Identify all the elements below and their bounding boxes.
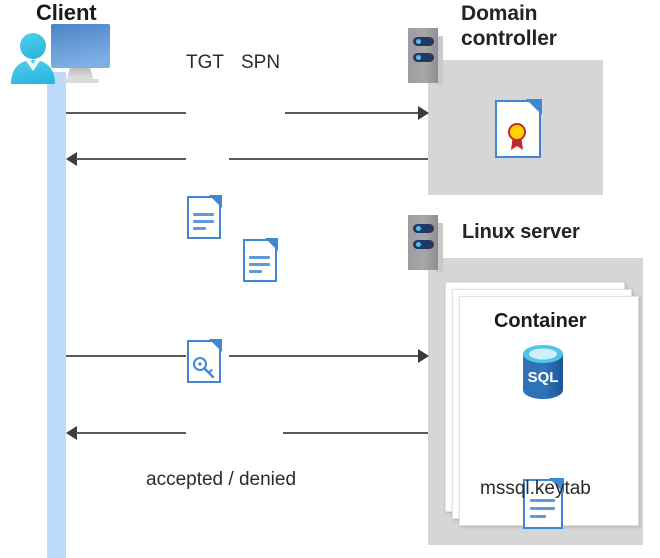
- svg-text:SQL: SQL: [528, 369, 559, 386]
- message-4-line-right: [283, 432, 428, 434]
- message-4-arrowhead: [66, 426, 77, 440]
- domain-controller-title: Domain controller: [461, 2, 557, 50]
- linux-server-title: Linux server: [462, 221, 580, 243]
- message-2-line-left: [76, 158, 186, 160]
- certificate-document-icon: [495, 99, 542, 158]
- server-rack-icon: [408, 215, 443, 272]
- client-computer-user-icon: [8, 22, 112, 84]
- message-1-line-right: [285, 112, 418, 114]
- container-title: Container: [494, 310, 587, 332]
- message-1-line-left: [66, 112, 186, 114]
- spn-document-icon: [243, 238, 278, 282]
- message-3-line-right: [229, 355, 418, 357]
- server-rack-icon: [408, 28, 443, 85]
- message-4-line-left: [76, 432, 186, 434]
- sql-database-icon: SQL: [519, 345, 567, 399]
- keytab-document-icon: [523, 478, 564, 529]
- tgt-label: TGT: [186, 52, 224, 73]
- spn-label: SPN: [241, 52, 281, 73]
- message-3-arrowhead: [418, 349, 429, 363]
- accepted-denied-label: accepted / denied: [146, 469, 297, 490]
- service-ticket-document-icon: [187, 339, 222, 383]
- tgt-document-icon: [187, 195, 222, 239]
- client-title: Client: [36, 0, 97, 25]
- message-2-line-right: [229, 158, 428, 160]
- message-1-arrowhead: [418, 106, 429, 120]
- message-2-arrowhead: [66, 152, 77, 166]
- message-3-line-left: [66, 355, 186, 357]
- keytab-filename-label: mssql.keytab: [480, 478, 591, 499]
- client-lifeline: [47, 72, 66, 558]
